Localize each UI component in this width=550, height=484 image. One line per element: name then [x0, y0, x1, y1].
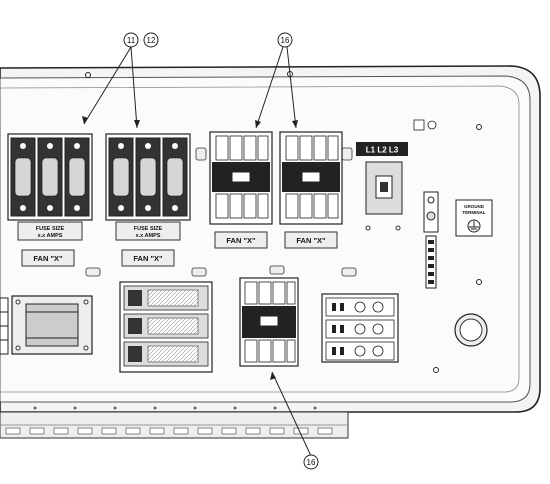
- transformer: [11, 295, 93, 355]
- contactor-right: FAN "X": [279, 131, 343, 249]
- callout-12: 12: [143, 32, 159, 48]
- fuse-block-right: FUSE SIZE x.x AMPS FAN "X": [105, 133, 191, 267]
- svg-text:FAN "X": FAN "X": [33, 254, 63, 263]
- svg-text:16: 16: [281, 36, 290, 45]
- svg-text:12: 12: [147, 36, 156, 45]
- callout-16-top: 16: [277, 32, 293, 48]
- svg-text:x.x AMPS: x.x AMPS: [38, 233, 63, 239]
- callout-leaders: [83, 46, 312, 457]
- svg-text:11: 11: [127, 36, 136, 45]
- ground-terminal-label: GROUND TERMINAL: [455, 199, 493, 237]
- relay-stack: [119, 281, 213, 373]
- power-distribution-block: [321, 293, 399, 363]
- power-terminal-l1-l2-l3: L1 L2 L3: [356, 142, 408, 231]
- svg-text:FAN "X": FAN "X": [296, 236, 326, 245]
- callout-11: 11: [123, 32, 139, 48]
- fuse-block-left: FUSE SIZE x.x AMPS FAN "X": [7, 133, 93, 267]
- contactor-left: FAN "X": [209, 131, 273, 249]
- svg-text:FUSE SIZE: FUSE SIZE: [36, 226, 65, 232]
- svg-text:FAN "X": FAN "X": [133, 254, 163, 263]
- svg-text:x.x AMPS: x.x AMPS: [136, 233, 161, 239]
- knockout-hole: [454, 313, 488, 347]
- svg-text:FUSE SIZE: FUSE SIZE: [134, 226, 163, 232]
- svg-text:TERMINAL: TERMINAL: [462, 210, 485, 215]
- svg-text:FAN "X": FAN "X": [226, 236, 256, 245]
- callout-16-bottom: 16: [303, 454, 319, 470]
- svg-text:L1 L2 L3: L1 L2 L3: [366, 146, 399, 155]
- vertical-terminal-strip: [423, 191, 439, 289]
- panel-enclosure: [0, 65, 541, 439]
- left-terminal-strip: [0, 297, 9, 355]
- contactor-bottom: [239, 277, 299, 367]
- svg-text:16: 16: [307, 458, 316, 467]
- svg-text:GROUND: GROUND: [464, 204, 485, 209]
